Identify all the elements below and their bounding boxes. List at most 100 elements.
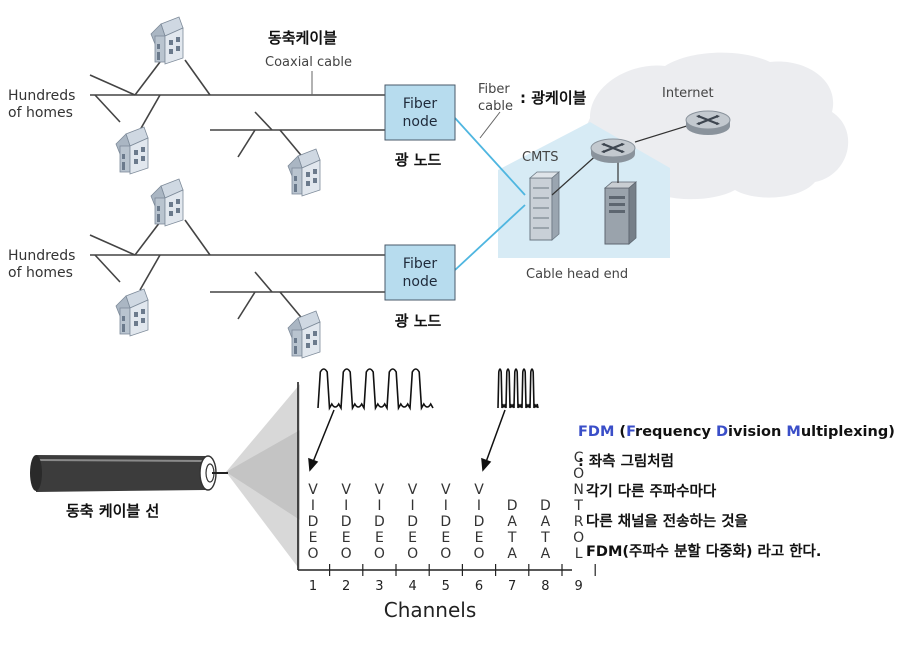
hundreds-homes-upper-2: of homes [8, 105, 73, 121]
channel-letter: O [573, 530, 584, 546]
fiber-node-upper-ko: 광 노드 [395, 151, 442, 169]
hundreds-homes-lower-2: of homes [8, 265, 73, 281]
channel-letter: N [573, 482, 583, 498]
coaxial-cable-icon [30, 384, 300, 570]
coaxial-cable-wire-ko: 동축 케이블 선 [66, 502, 159, 520]
channel-letter: I [344, 498, 348, 514]
channel-letter: D [341, 514, 352, 530]
low-frequency-waveform [317, 368, 434, 411]
channel-letter: D [507, 498, 518, 514]
internet-label: Internet [662, 86, 714, 101]
fdm-title: FDM (Frequency Division Multiplexing) [578, 424, 895, 440]
channel-letter: T [573, 498, 583, 514]
fiber-node-lower-line1: Fiber [403, 256, 437, 272]
channel-number-2: 2 [342, 579, 350, 594]
channel-letter: O [374, 546, 385, 562]
channel-letter: O [440, 546, 451, 562]
hundreds-homes-lower-1: Hundreds [8, 248, 75, 264]
fiber-node-upper-line2: node [403, 114, 438, 130]
channel-letter: D [374, 514, 385, 530]
channel-axis [297, 382, 572, 571]
channel-ticks [329, 564, 596, 576]
server-icon [603, 181, 638, 245]
channel-letter: V [441, 482, 451, 498]
house-icon [115, 126, 149, 175]
channel-letter: E [309, 530, 318, 546]
fdm-explanation: FDM (Frequency Division Multiplexing) : … [578, 417, 898, 567]
channel-letter: V [308, 482, 318, 498]
channel-letter: E [342, 530, 351, 546]
channel-letter: D [540, 498, 551, 514]
channel-letter: I [311, 498, 315, 514]
fiber-node-upper [384, 84, 456, 141]
cable-head-end-label: Cable head end [526, 267, 628, 282]
channel-letter: T [507, 530, 517, 546]
house-icon [287, 310, 321, 359]
coaxial-cable-ko-label: 동축케이블 [268, 29, 337, 47]
fiber-node-lower-line2: node [403, 274, 438, 290]
channel-number-1: 1 [309, 579, 317, 594]
channel-letter: V [474, 482, 484, 498]
channel-letter: O [341, 546, 352, 562]
coaxial-cable-label: Coaxial cable [265, 55, 352, 70]
channel-number-8: 8 [541, 579, 549, 594]
channel-number-9: 9 [574, 579, 582, 594]
channel-letter: A [507, 546, 517, 562]
router-links [551, 124, 691, 196]
fiber-cable-pointer [479, 111, 501, 139]
high-frequency-waveform [497, 368, 539, 409]
channel-letter: V [341, 482, 351, 498]
fdm-line-4: 다른 채널을 전송하는 것을 [586, 514, 748, 530]
channel-letter: L [575, 546, 583, 562]
channel-letter: O [307, 546, 318, 562]
channel-number-3: 3 [375, 579, 383, 594]
channel-letter: V [408, 482, 418, 498]
channel-letter: O [473, 546, 484, 562]
channel-letter: E [441, 530, 450, 546]
fiber-cable-label-1: Fiber [478, 82, 510, 97]
channel-letter: V [375, 482, 385, 498]
house-icon [150, 178, 184, 227]
house-icon [115, 288, 149, 337]
house-icon [287, 148, 321, 197]
channel-letter: D [474, 514, 485, 530]
fiber-node-lower-ko: 광 노드 [395, 312, 442, 330]
channel-letter: D [308, 514, 319, 530]
channel-letter: I [477, 498, 481, 514]
fiber-node-lower [384, 244, 456, 301]
channel-letter: A [541, 514, 551, 530]
channel-letter: R [574, 514, 584, 530]
fiber-cable-ko-label: : 광케이블 [520, 89, 587, 107]
channel-letter: E [475, 530, 484, 546]
lower-coax-tree [89, 219, 385, 323]
channel-letter: T [540, 530, 550, 546]
fiber-node-upper-line1: Fiber [403, 96, 437, 112]
channel-letter: D [407, 514, 418, 530]
channel-letter: O [407, 546, 418, 562]
channel-letter: A [541, 546, 551, 562]
channel-letter: I [411, 498, 415, 514]
fdm-abbr: FDM [578, 424, 615, 440]
channel-letter: D [440, 514, 451, 530]
channels-axis-title: Channels [384, 598, 477, 622]
channel-letter: E [375, 530, 384, 546]
channel-arrows [308, 409, 506, 472]
channel-letter: I [444, 498, 448, 514]
house-icon [150, 16, 184, 65]
channel-number-5: 5 [442, 579, 450, 594]
channel-number-6: 6 [475, 579, 483, 594]
cmts-rack-icon [528, 171, 561, 241]
fdm-line-2: : 좌측 그림처럼 [578, 454, 674, 470]
channel-number-4: 4 [408, 579, 416, 594]
channel-letter: O [573, 466, 584, 482]
cmts-label: CMTS [522, 150, 559, 165]
